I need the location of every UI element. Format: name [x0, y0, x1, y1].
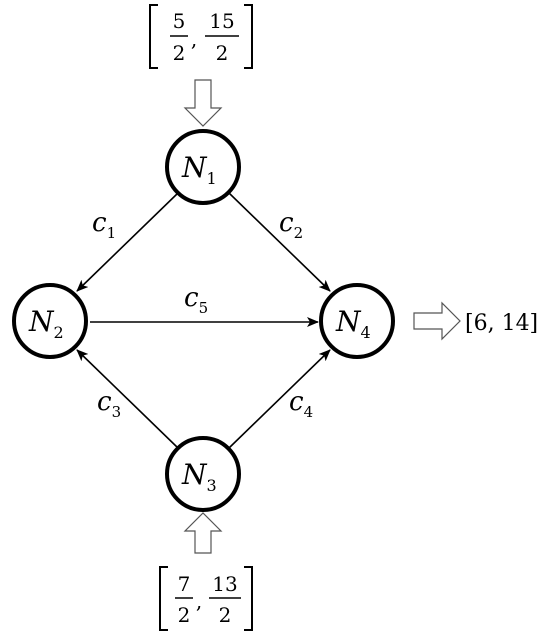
- lower-numerator: 5: [173, 9, 186, 33]
- edge-label-c3: c3: [97, 387, 121, 421]
- output-interval-n4: [6, 14]: [465, 311, 538, 336]
- input-interval-n3: 7 2 , 13 2: [159, 566, 253, 631]
- upper-denominator: 2: [216, 41, 229, 65]
- separator: ,: [196, 589, 202, 613]
- edge-c1: [76, 192, 179, 292]
- lower-denominator: 2: [173, 41, 186, 65]
- input-arrow-down: [183, 79, 223, 127]
- right-bracket: [244, 566, 253, 631]
- left-bracket: [159, 566, 168, 631]
- node-label-n1: N1: [181, 151, 217, 188]
- node-n2: N2: [12, 283, 88, 359]
- output-arrow-right: [413, 301, 461, 341]
- edge-c4: [228, 349, 331, 449]
- lower-denominator: 2: [178, 603, 191, 627]
- node-n4: N4: [319, 283, 395, 359]
- edge-label-c1: c1: [92, 208, 116, 242]
- input-interval-n1: 5 2 , 15 2: [149, 4, 253, 69]
- edge-label-c5: c5: [184, 283, 208, 317]
- upper-denominator: 2: [219, 603, 232, 627]
- edge-c2: [228, 192, 331, 292]
- upper-numerator: 15: [209, 9, 234, 33]
- upper-numerator: 13: [212, 572, 237, 596]
- input-arrow-up: [183, 512, 223, 554]
- node-n1: N1: [165, 129, 241, 205]
- node-n3: N3: [165, 436, 241, 512]
- lower-numerator: 7: [178, 572, 191, 596]
- node-label-n3: N3: [181, 458, 217, 495]
- edge-label-c2: c2: [279, 208, 303, 242]
- right-bracket: [244, 4, 253, 69]
- left-bracket: [149, 4, 158, 69]
- edge-label-c4: c4: [289, 387, 313, 421]
- edge-c3: [76, 349, 179, 449]
- separator: ,: [191, 27, 197, 51]
- node-label-n2: N2: [28, 305, 64, 342]
- node-label-n4: N4: [335, 305, 371, 342]
